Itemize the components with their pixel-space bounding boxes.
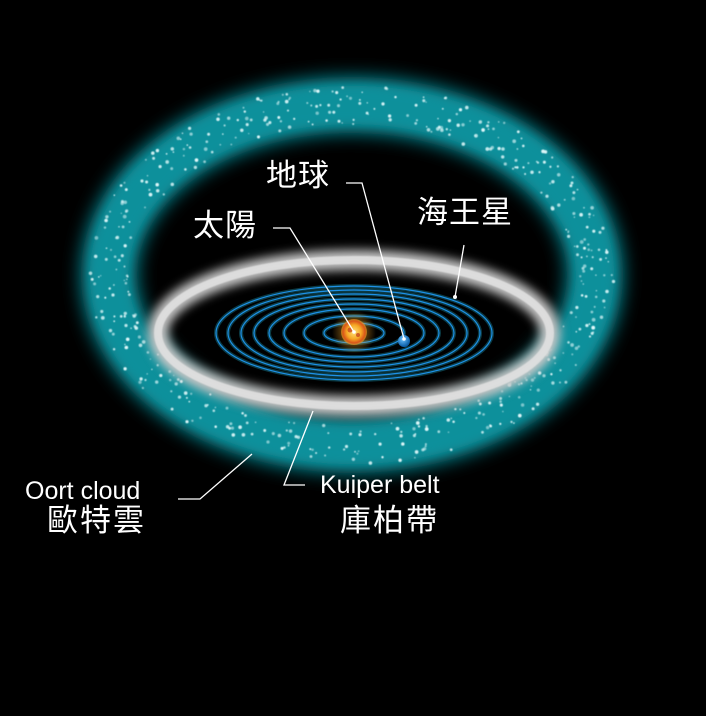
- earth: [398, 335, 410, 347]
- label-sun: 太陽: [193, 208, 257, 244]
- leader-lines: [178, 182, 465, 500]
- label-kuiper-belt-en: Kuiper belt: [320, 471, 440, 499]
- leader-line-oort: [178, 453, 253, 500]
- label-oort-cloud-zh: 歐特雲: [47, 503, 146, 539]
- label-earth: 地球: [266, 158, 330, 194]
- leader-line-kuiper: [283, 410, 314, 486]
- kuiper-belt: [148, 250, 560, 416]
- leader-line-earth: [346, 182, 405, 340]
- label-neptune: 海王星: [417, 195, 513, 231]
- leader-line-sun: [273, 227, 355, 333]
- oort-cloud: [81, 77, 623, 473]
- label-oort-cloud-en: Oort cloud: [25, 477, 141, 505]
- label-kuiper-belt-zh: 庫柏帶: [340, 503, 439, 539]
- leader-line-neptune: [454, 244, 465, 298]
